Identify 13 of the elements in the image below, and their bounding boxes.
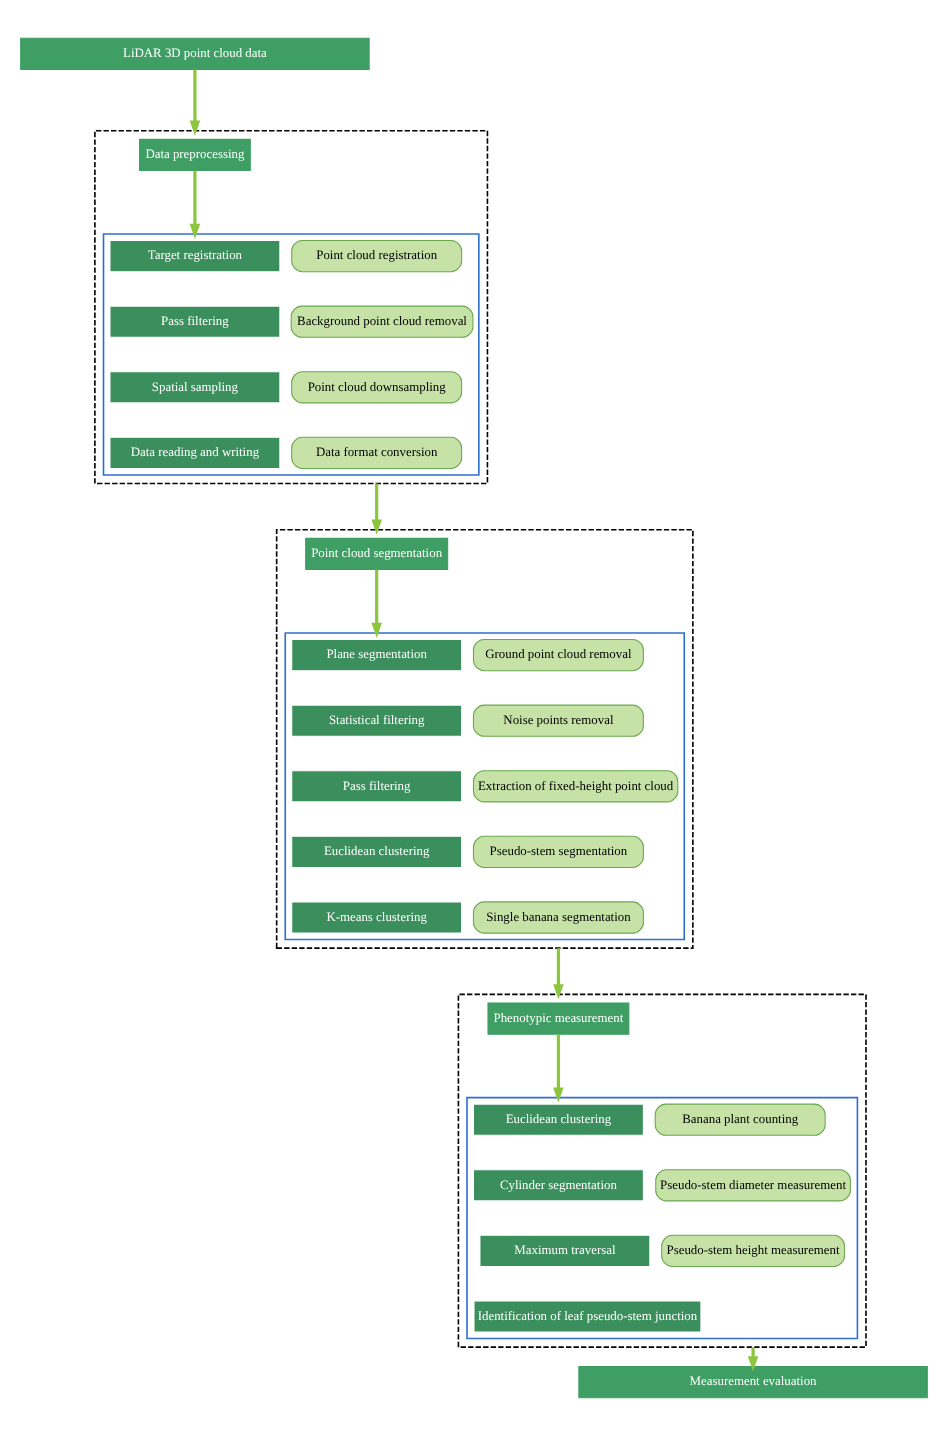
arrow — [747, 1347, 759, 1372]
cluster — [102, 233, 480, 476]
arrow — [371, 569, 382, 638]
arrow — [371, 483, 382, 535]
arrow — [553, 948, 564, 1000]
cluster — [466, 1096, 859, 1340]
cluster — [275, 529, 694, 949]
cluster — [284, 632, 686, 941]
arrow — [553, 1034, 564, 1103]
arrow — [189, 170, 201, 239]
arrow — [189, 69, 201, 136]
cluster — [94, 130, 489, 485]
cluster — [457, 993, 867, 1348]
